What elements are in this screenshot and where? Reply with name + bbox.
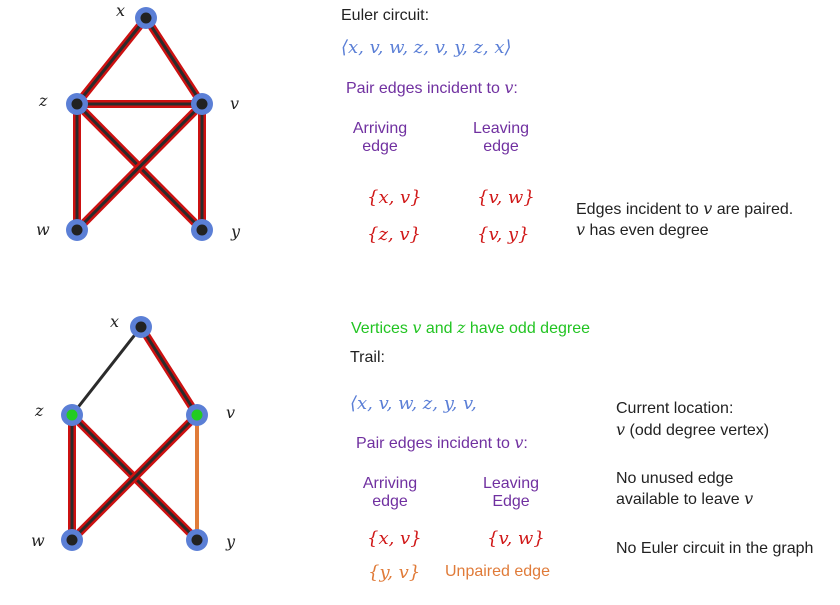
graph2-vertex-y-core bbox=[191, 534, 203, 546]
graph2-edge-vw-core bbox=[70, 413, 199, 542]
trail-sequence: ⟨x, v, w, z, y, v, bbox=[350, 393, 477, 414]
g1-label-y: y bbox=[231, 222, 241, 241]
graph2-edge-xv-core bbox=[139, 325, 199, 417]
conclusion-text: No Euler circuit in the graph bbox=[616, 540, 814, 557]
g1-label-x: x bbox=[116, 1, 126, 20]
paired-note-line1: Edges incident to v are paired. bbox=[576, 199, 794, 218]
euler-circuit-title: Euler circuit: bbox=[341, 7, 430, 24]
leaving-edge-vy: {v, y} bbox=[477, 224, 530, 245]
graph-1 bbox=[66, 7, 213, 241]
pair-heading-2: Pair edges incident to v: bbox=[356, 433, 528, 452]
current-location-title: Current location: bbox=[616, 400, 734, 417]
arriving-edge-xv-2: {x, v} bbox=[367, 528, 422, 549]
graph-2 bbox=[61, 316, 208, 551]
graph2-vertex-v-core bbox=[191, 409, 203, 421]
graph2-vertex-z-core bbox=[66, 409, 78, 421]
graph2-vertex-x-core bbox=[135, 321, 147, 333]
leaving-edge-vw-2: {v, w} bbox=[487, 528, 545, 549]
no-unused-edge-line1: No unused edge bbox=[616, 470, 734, 487]
arriving-header-1: Arriving edge bbox=[352, 120, 408, 156]
graph1-vertex-z-core bbox=[71, 98, 83, 110]
graph1-vertex-x-core bbox=[140, 12, 152, 24]
graph1-edge-xv-core bbox=[144, 16, 204, 106]
leaving-header-1: Leaving edge bbox=[472, 120, 530, 156]
graph2-edge-xz bbox=[70, 326, 143, 416]
g1-label-w: w bbox=[36, 220, 50, 239]
g2-label-v: v bbox=[226, 403, 236, 422]
g2-label-w: w bbox=[31, 531, 45, 550]
g2-label-z: z bbox=[35, 401, 44, 420]
trail-title: Trail: bbox=[350, 349, 385, 366]
leaving-header-2: Leaving Edge bbox=[482, 475, 540, 511]
g2-label-y: y bbox=[226, 532, 236, 551]
pair-heading-1: Pair edges incident to v: bbox=[346, 78, 518, 97]
no-unused-edge-line2: available to leave v bbox=[616, 489, 754, 508]
current-location-value: v (odd degree vertex) bbox=[616, 420, 770, 439]
leaving-edge-vw: {v, w} bbox=[477, 187, 535, 208]
arriving-edge-xv: {x, v} bbox=[367, 187, 422, 208]
unpaired-edge-label: Unpaired edge bbox=[445, 563, 550, 580]
graph1-edge-vw-core bbox=[75, 102, 204, 232]
graph1-vertex-y-core bbox=[196, 224, 208, 236]
g1-label-v: v bbox=[230, 94, 240, 113]
arriving-edge-zv: {z, v} bbox=[367, 224, 421, 245]
arriving-header-2: Arriving edge bbox=[362, 475, 418, 511]
g1-label-z: z bbox=[39, 91, 48, 110]
odd-degree-note: Vertices v and z have odd degree bbox=[351, 318, 590, 337]
graph1-vertex-w-core bbox=[71, 224, 83, 236]
unpaired-edge-yv: {y, v} bbox=[368, 562, 421, 583]
euler-circuit-sequence: ⟨x, v, w, z, v, y, z, x⟩ bbox=[341, 37, 512, 58]
graph1-edge-xz-core bbox=[75, 16, 148, 106]
paired-note-line2: v has even degree bbox=[576, 220, 709, 239]
g2-label-x: x bbox=[110, 312, 120, 331]
graph2-vertex-w-core bbox=[66, 534, 78, 546]
graph1-vertex-v-core bbox=[196, 98, 208, 110]
